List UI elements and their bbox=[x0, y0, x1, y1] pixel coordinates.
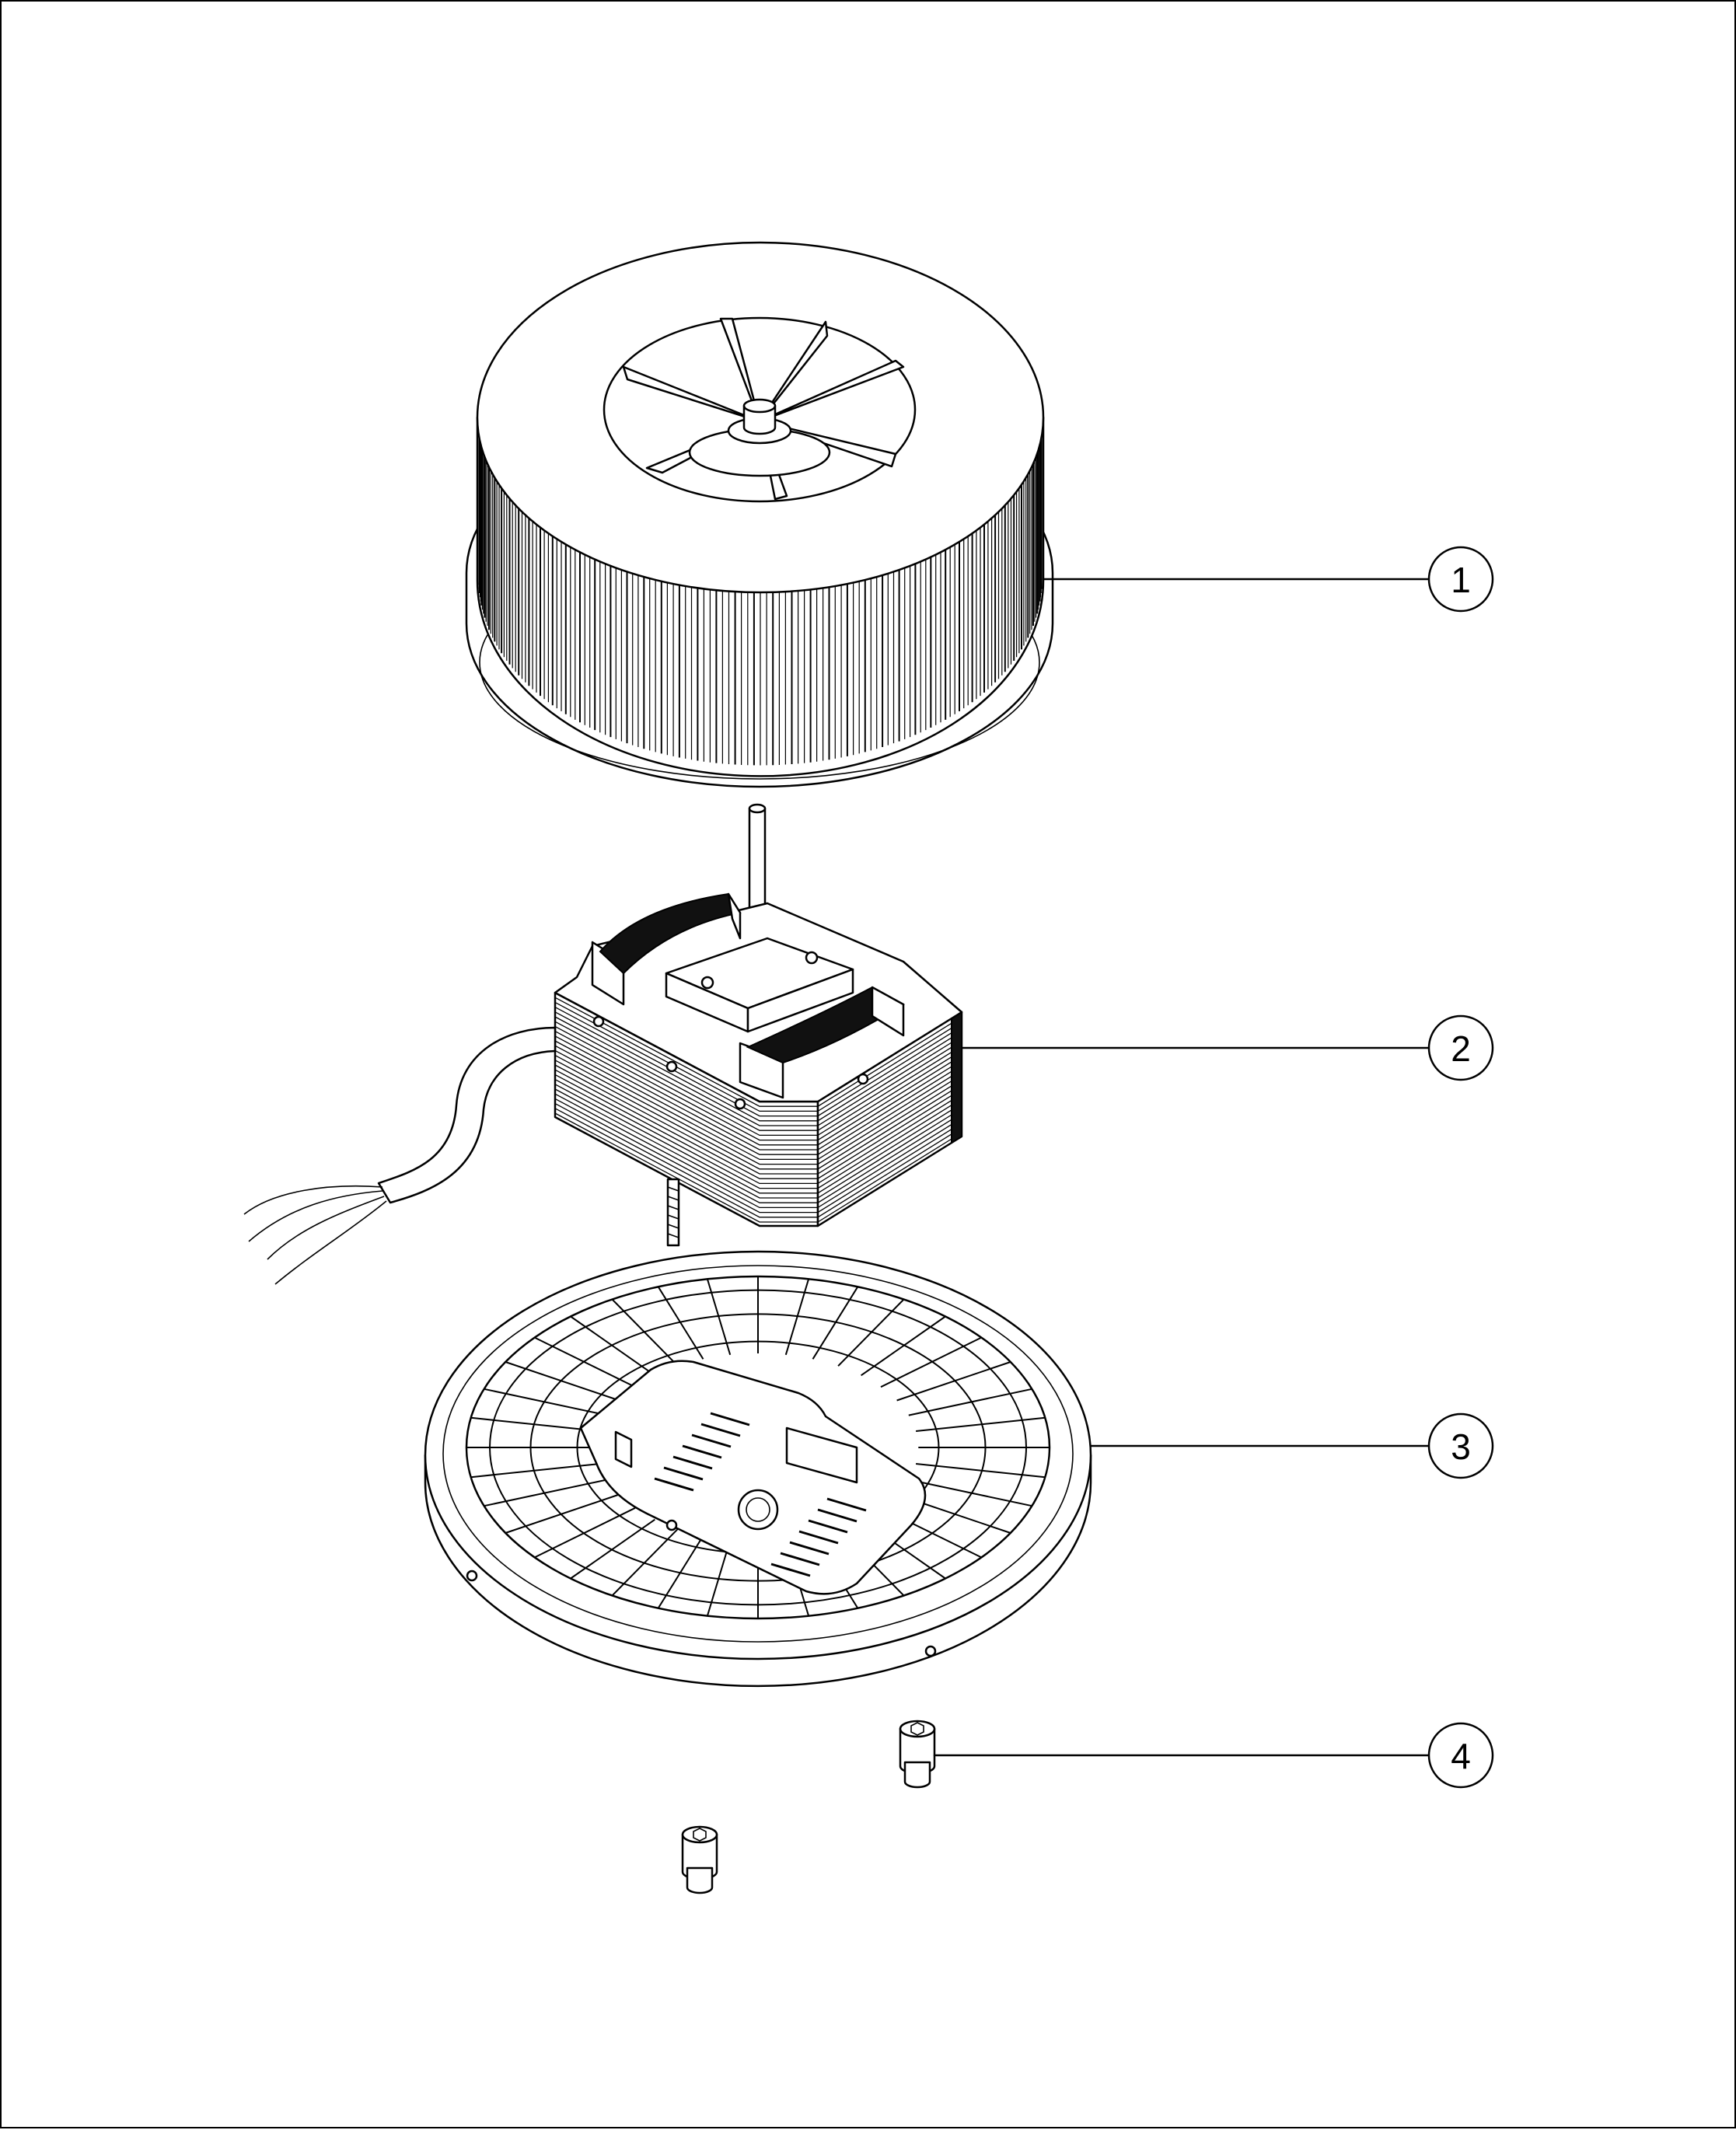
grille-spoke bbox=[611, 1528, 679, 1597]
callout-number: 1 bbox=[1451, 560, 1471, 600]
callout-number: 3 bbox=[1451, 1426, 1471, 1467]
lamination-line bbox=[554, 1021, 962, 1131]
lamination-line bbox=[554, 1064, 962, 1175]
lamination-line bbox=[554, 1079, 962, 1189]
grille-spoke bbox=[470, 1416, 601, 1432]
vent-slots bbox=[654, 1412, 867, 1577]
grille-spoke bbox=[861, 1315, 946, 1377]
lamination-line bbox=[554, 1025, 962, 1137]
vent-slot bbox=[672, 1455, 713, 1470]
lamination-line bbox=[554, 1040, 962, 1151]
lamination-line bbox=[554, 1049, 962, 1161]
callout-number: 2 bbox=[1451, 1028, 1471, 1069]
grille-spoke bbox=[784, 1279, 810, 1356]
grille-spoke bbox=[470, 1463, 601, 1479]
grille-spoke bbox=[505, 1361, 620, 1402]
lamination-line bbox=[554, 1108, 962, 1218]
grille-spoke bbox=[611, 1298, 679, 1367]
lamination-line bbox=[554, 1045, 962, 1155]
callout-2: 2 bbox=[961, 1014, 1494, 1081]
vent-slot bbox=[663, 1466, 704, 1481]
lamination-line bbox=[554, 1084, 962, 1194]
grille-spoke bbox=[706, 1279, 732, 1356]
grille-spoke bbox=[896, 1361, 1011, 1402]
vent-slot bbox=[789, 1541, 830, 1556]
callout-3: 3 bbox=[1090, 1412, 1494, 1479]
vent-slot bbox=[700, 1423, 741, 1437]
grille-spoke bbox=[570, 1315, 655, 1377]
grille-spoke bbox=[812, 1286, 859, 1360]
vent-slot bbox=[808, 1519, 848, 1534]
lamination-line bbox=[554, 1103, 962, 1213]
lamination-line bbox=[554, 1011, 962, 1122]
blower-wheel bbox=[465, 241, 1054, 788]
lamination-lines bbox=[554, 997, 962, 1223]
grille-spoke bbox=[534, 1507, 636, 1559]
lamination-line bbox=[554, 1088, 962, 1199]
lamination-line bbox=[554, 1060, 962, 1170]
grille-spoke bbox=[484, 1479, 608, 1507]
vent-slot bbox=[691, 1433, 732, 1448]
lamination-line bbox=[554, 1069, 962, 1179]
lamination-line bbox=[554, 1093, 962, 1203]
blower-blades bbox=[478, 421, 1043, 766]
vent-slot bbox=[826, 1497, 867, 1512]
lamination-line bbox=[554, 1016, 962, 1126]
grille-spoke bbox=[915, 1463, 1046, 1479]
lamination-line bbox=[554, 1007, 962, 1117]
vent-slot bbox=[770, 1563, 811, 1577]
callout-1: 1 bbox=[1042, 546, 1494, 613]
lamination-line bbox=[554, 1074, 962, 1185]
vent-slot bbox=[654, 1477, 694, 1492]
grille-spoke bbox=[657, 1286, 704, 1360]
vent-slot bbox=[798, 1530, 839, 1545]
lamination-line bbox=[554, 1001, 962, 1112]
vent-slot bbox=[682, 1444, 722, 1459]
lamination-line bbox=[554, 997, 962, 1107]
vent-slot bbox=[817, 1508, 858, 1523]
grille-spoke bbox=[657, 1535, 704, 1609]
grille-spoke bbox=[880, 1336, 982, 1388]
grille-spoke bbox=[915, 1416, 1046, 1432]
nut-second bbox=[681, 1825, 718, 1894]
grille-spoke bbox=[908, 1388, 1032, 1416]
grille-spoke bbox=[570, 1518, 655, 1580]
lamination-line bbox=[554, 1112, 962, 1223]
grille-spoke bbox=[505, 1493, 620, 1534]
lamination-line bbox=[554, 1098, 962, 1209]
vent-slot bbox=[710, 1412, 750, 1426]
lamination-line bbox=[554, 1035, 962, 1146]
lamination-line bbox=[554, 1055, 962, 1165]
grille-spoke bbox=[908, 1479, 1032, 1507]
grille-spoke bbox=[534, 1336, 636, 1388]
nut bbox=[899, 1720, 936, 1789]
vent-slot bbox=[780, 1552, 820, 1566]
callout-4: 4 bbox=[933, 1722, 1494, 1789]
grille-spoke bbox=[837, 1298, 905, 1367]
lamination-line bbox=[554, 1031, 962, 1141]
grille-spoke bbox=[484, 1388, 608, 1416]
base-grille bbox=[424, 1250, 1092, 1688]
callout-number: 4 bbox=[1451, 1736, 1471, 1776]
motor bbox=[243, 803, 963, 1285]
